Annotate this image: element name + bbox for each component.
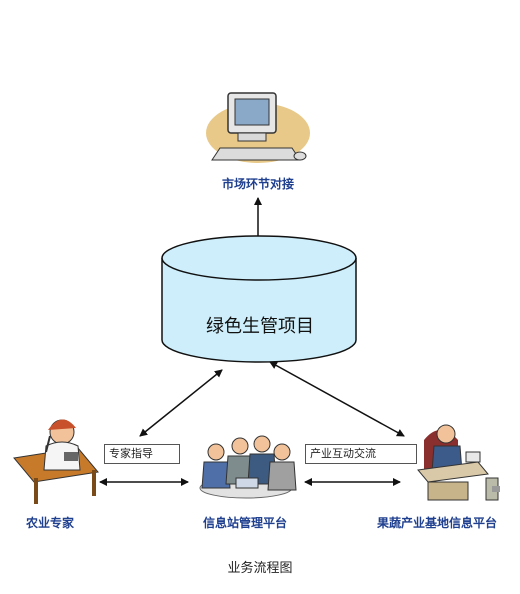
project-cylinder bbox=[161, 235, 357, 363]
market-label: 市场环节对接 bbox=[221, 177, 294, 191]
project-label: 绿色生管项目 bbox=[206, 316, 314, 337]
farmer-phone-icon bbox=[13, 419, 99, 504]
expert-guidance-label: 专家指导 bbox=[104, 444, 180, 464]
diagram-caption: 业务流程图 bbox=[227, 561, 293, 576]
people-meeting-icon bbox=[199, 435, 297, 499]
arrow-project-expert bbox=[139, 369, 223, 437]
base-label: 果蔬产业基地信息平台 bbox=[376, 516, 497, 530]
computer-icon bbox=[206, 92, 310, 163]
arrow-project-base bbox=[269, 361, 405, 437]
station-label: 信息站管理平台 bbox=[202, 516, 287, 530]
industry-exchange-label: 产业互动交流 bbox=[305, 444, 417, 464]
expert-label: 农业专家 bbox=[25, 516, 74, 530]
office-worker-icon bbox=[417, 424, 500, 501]
